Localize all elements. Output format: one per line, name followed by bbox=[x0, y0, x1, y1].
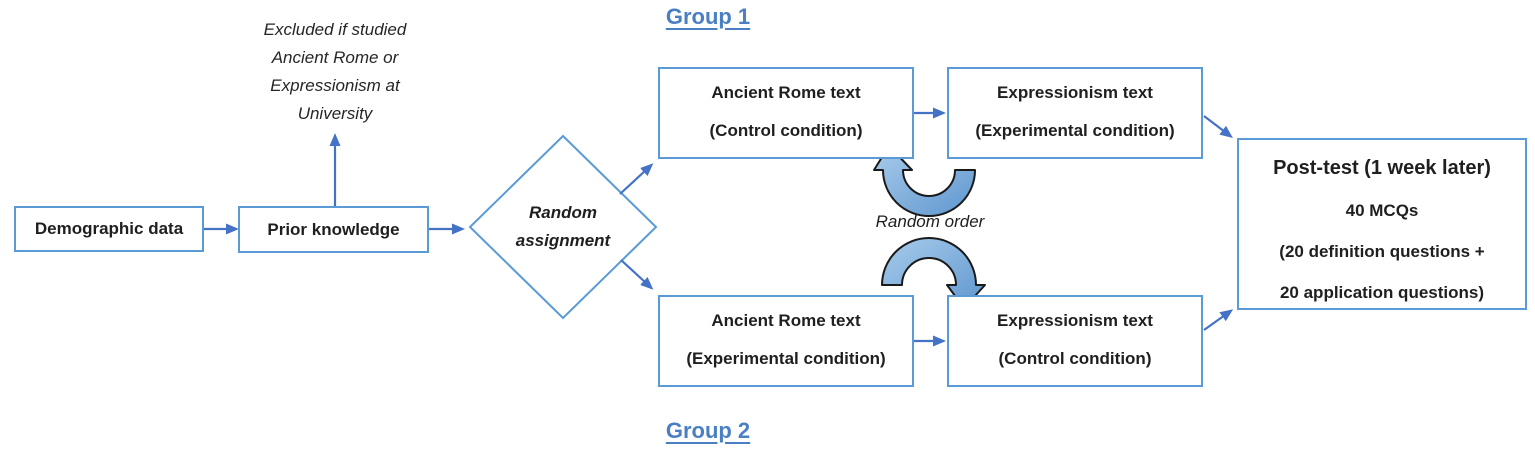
connector-diamond-to-group2 bbox=[620, 259, 654, 290]
swap-arrow-up-icon bbox=[873, 145, 976, 217]
group2-expressionism-box: Expressionism text (Control condition) bbox=[947, 295, 1203, 387]
exclusion-note-line: University bbox=[297, 104, 373, 123]
group1-heading: Group 1 bbox=[665, 4, 751, 29]
random-assignment-line1: Random bbox=[529, 203, 597, 222]
random-assignment-line2: assignment bbox=[515, 231, 611, 250]
posttest-application-questions: 20 application questions) bbox=[1279, 283, 1485, 302]
posttest-box: Post-test (1 week later) 40 MCQs (20 def… bbox=[1237, 138, 1527, 310]
swap-arrow-down-icon bbox=[881, 237, 986, 309]
box-title: Expressionism text bbox=[997, 311, 1153, 330]
prior-knowledge-box: Prior knowledge bbox=[238, 206, 429, 253]
connector-group2-to-posttest bbox=[1203, 309, 1234, 331]
connector-diamond-to-group1 bbox=[619, 163, 654, 195]
group2-heading: Group 2 bbox=[665, 418, 751, 443]
posttest-mcq-count: 40 MCQs bbox=[1345, 201, 1419, 220]
demographic-data-box: Demographic data bbox=[14, 206, 204, 252]
box-condition: (Experimental condition) bbox=[686, 349, 886, 368]
exclusion-note-line: Expressionism at bbox=[270, 76, 400, 95]
group1-expressionism-box: Expressionism text (Experimental conditi… bbox=[947, 67, 1203, 159]
box-title: Expressionism text bbox=[997, 83, 1153, 102]
posttest-title: Post-test (1 week later) bbox=[1273, 157, 1491, 179]
box-condition: (Experimental condition) bbox=[975, 121, 1175, 140]
box-condition: (Control condition) bbox=[998, 349, 1152, 368]
prior-knowledge-label: Prior knowledge bbox=[267, 219, 400, 239]
group2-ancient-rome-box: Ancient Rome text (Experimental conditio… bbox=[658, 295, 914, 387]
box-title: Ancient Rome text bbox=[711, 83, 861, 102]
exclusion-note-line: Excluded if studied bbox=[263, 20, 407, 39]
box-condition: (Control condition) bbox=[709, 121, 863, 140]
exclusion-note-line: Ancient Rome or bbox=[271, 48, 399, 67]
connector-group1-to-posttest bbox=[1203, 115, 1233, 139]
posttest-definition-questions: (20 definition questions + bbox=[1279, 242, 1485, 261]
demographic-data-label: Demographic data bbox=[34, 219, 184, 238]
random-assignment-diamond bbox=[468, 134, 658, 320]
random-order-label: Random order bbox=[875, 212, 985, 231]
group1-ancient-rome-box: Ancient Rome text (Control condition) bbox=[658, 67, 914, 159]
box-title: Ancient Rome text bbox=[711, 311, 861, 330]
exclusion-note: Excluded if studied Ancient Rome or Expr… bbox=[235, 16, 435, 128]
random-assignment-label: Random assignment bbox=[488, 199, 638, 255]
